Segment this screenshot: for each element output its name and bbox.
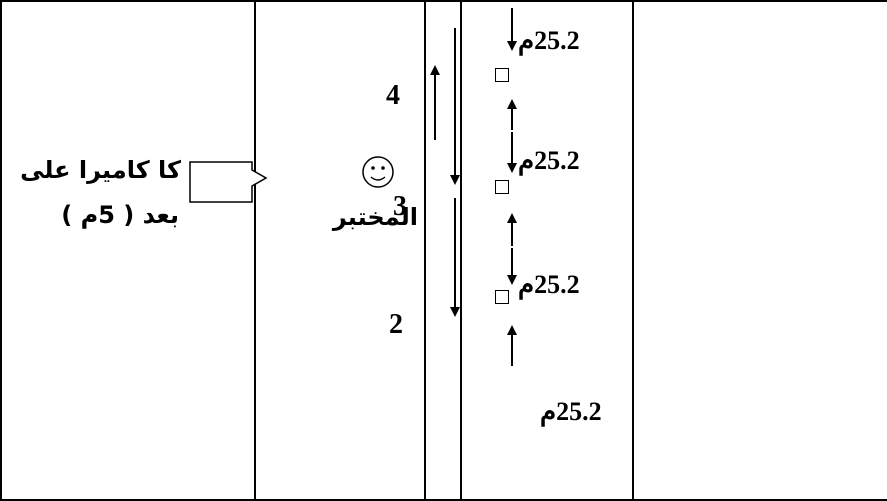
cones-column: [460, 0, 634, 501]
cone-square-icon: [495, 68, 509, 82]
distance-label-1: 25.2م: [518, 26, 580, 55]
smiley-face-icon: [362, 156, 394, 188]
cone-square-icon: [495, 180, 509, 194]
camera-column: [0, 0, 256, 501]
empty-column: [632, 0, 887, 501]
camera-label-line2: بعد ( 5م ): [61, 201, 179, 229]
distance-label-4: 25.2م: [540, 397, 602, 426]
lane-number-4: 4: [386, 80, 400, 111]
distance-label-3: 25.2م: [518, 270, 580, 299]
camera-label-line1: كا كاميرا على: [20, 156, 181, 184]
lane-number-3: 3: [393, 191, 407, 222]
cone-square-icon: [495, 290, 509, 304]
distance-label-2: 25.2م: [518, 146, 580, 175]
bottom-border: [0, 499, 887, 501]
tester-column: [254, 0, 426, 501]
lane-column: [424, 0, 462, 501]
camera-pentagon-icon: [189, 161, 268, 203]
tester-label: المختبر: [332, 203, 418, 231]
lane-number-2: 2: [389, 309, 403, 340]
top-border: [0, 0, 887, 2]
